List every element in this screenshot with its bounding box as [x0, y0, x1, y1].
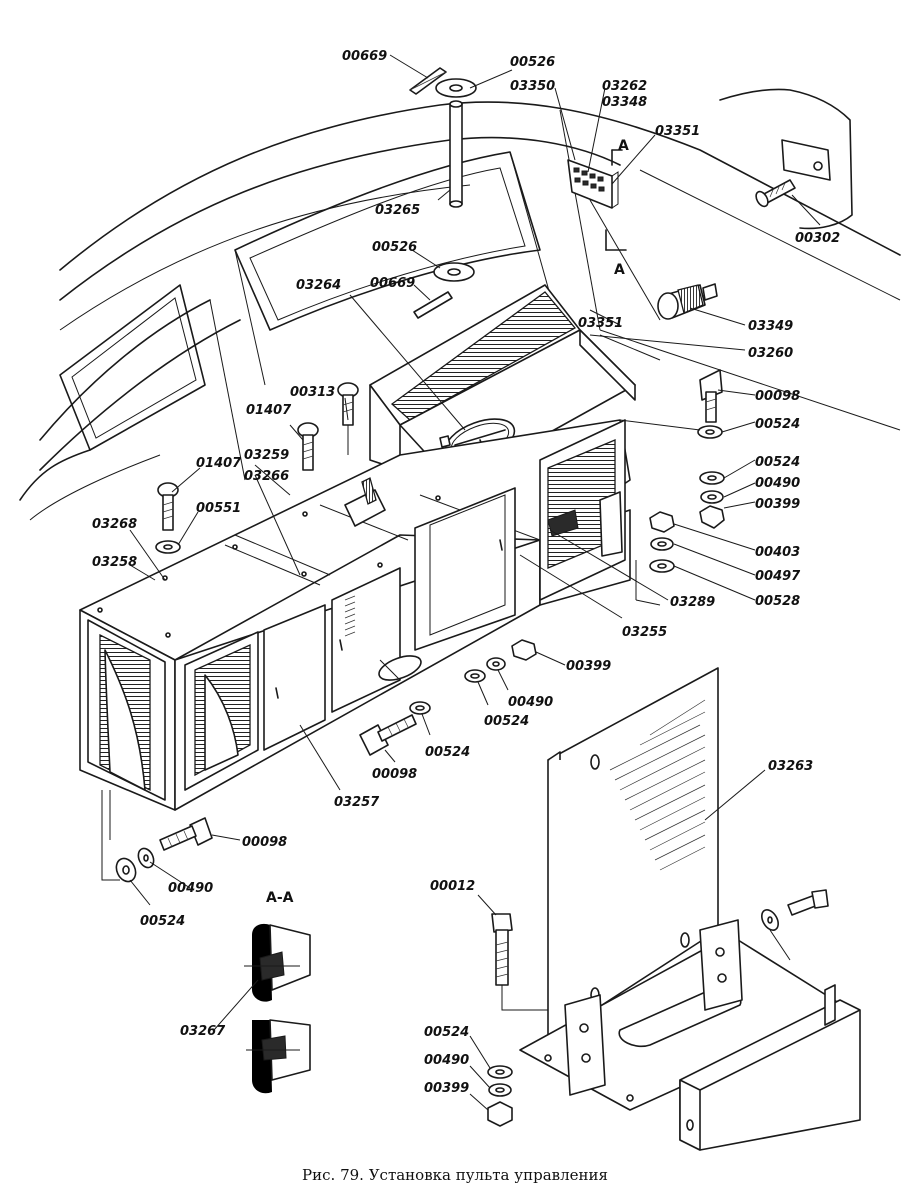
label-03260: 03260: [748, 346, 793, 361]
label-03289: 03289: [670, 595, 715, 610]
label-00098-left: 00098: [242, 835, 287, 850]
label-00399-bottom: 00399: [424, 1081, 469, 1096]
label-00524-middle: 00524: [484, 714, 529, 729]
label-03266: 03266: [244, 469, 289, 484]
label-00551: 00551: [196, 501, 241, 516]
bracket-03263: [519, 667, 861, 1151]
label-00490-bottom: 00490: [424, 1053, 469, 1068]
label-03257: 03257: [334, 795, 380, 810]
label-03348: 03348: [602, 95, 647, 110]
label-00490-right: 00490: [755, 476, 800, 491]
section-marker-a-top: А: [618, 138, 629, 154]
label-00399-middle: 00399: [566, 659, 611, 674]
label-00526-washer: 00526: [510, 55, 555, 70]
label-00490-middle: 00490: [508, 695, 553, 710]
label-01407-left: 01407: [196, 456, 242, 471]
label-00528: 00528: [755, 594, 800, 609]
label-03259: 03259: [244, 448, 289, 463]
label-00399-right: 00399: [755, 497, 800, 512]
label-03258: 03258: [92, 555, 137, 570]
section-a-a: [244, 923, 311, 1094]
label-03265-pin: 03265: [375, 203, 420, 218]
label-00524-lower-middle: 00524: [425, 745, 470, 760]
label-03262: 03262: [602, 79, 647, 94]
label-00524-bottom: 00524: [424, 1025, 469, 1040]
label-00526-washer-lower: 00526: [372, 240, 417, 255]
label-00302: 00302: [795, 231, 840, 246]
label-00098-right: 00098: [755, 389, 800, 404]
label-00313: 00313: [290, 385, 335, 400]
switch-panel-03262: [567, 149, 627, 251]
label-03267: 03267: [180, 1024, 226, 1039]
bolts-right: [635, 369, 725, 606]
label-03263-bracket: 03263: [768, 759, 813, 774]
knob-03349: [657, 283, 718, 320]
label-00403: 00403: [755, 545, 800, 560]
bolt-00012: [487, 913, 548, 1127]
bolts-middle: [359, 639, 537, 756]
label-00524-left: 00524: [140, 914, 185, 929]
screw-plate-00302: [719, 88, 853, 230]
label-03349-knob: 03349: [748, 319, 793, 334]
label-00669-cotter-pin: 00669: [342, 49, 387, 64]
pin-03265: [409, 67, 477, 319]
figure-caption: Рис. 79. Установка пульта управления: [302, 1166, 608, 1184]
cab-outline: [19, 101, 901, 521]
label-03268: 03268: [92, 517, 137, 532]
label-00497: 00497: [755, 569, 801, 584]
label-03350: 03350: [510, 79, 555, 94]
bolts-lower-left: [101, 790, 213, 883]
callout-labels: 00669 00526 03350 03262 03348 03351 А 00…: [92, 49, 840, 1096]
label-00098-middle: 00098: [372, 767, 417, 782]
label-00490-left: 00490: [168, 881, 213, 896]
label-00669-lower: 00669: [370, 276, 415, 291]
label-03264: 03264: [296, 278, 341, 293]
label-00012-bolt: 00012: [430, 879, 475, 894]
label-01407-right: 01407: [246, 403, 292, 418]
main-console-box: [79, 419, 631, 811]
label-00524-right-mid: 00524: [755, 455, 800, 470]
leader-lines: [129, 54, 821, 1111]
label-00524-right-top: 00524: [755, 417, 800, 432]
section-view-title: А-А: [266, 890, 294, 906]
label-03351-lower: 03351: [578, 316, 623, 331]
section-marker-a-bottom: А: [614, 262, 625, 278]
label-03255: 03255: [622, 625, 667, 640]
label-03351-top: 03351: [655, 124, 700, 139]
